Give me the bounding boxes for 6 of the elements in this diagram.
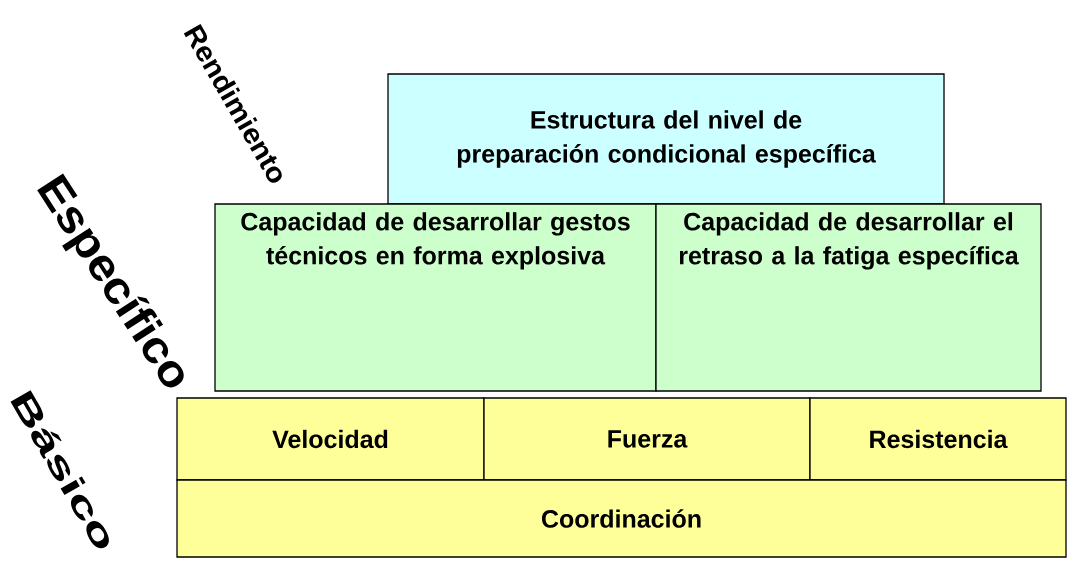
text-box: Fuerza [483,397,811,481]
text-box: Resistencia [809,397,1067,481]
text-box: Capacidad de desarrollar el retraso a la fatiga específica [655,203,1042,392]
text-box: Estructura del nivel de preparación condicional específica [387,73,945,205]
text-box: Capacidad de desarrollar gestos técnicos en forma explosiva [214,203,657,392]
text-box: Velocidad [176,397,485,481]
